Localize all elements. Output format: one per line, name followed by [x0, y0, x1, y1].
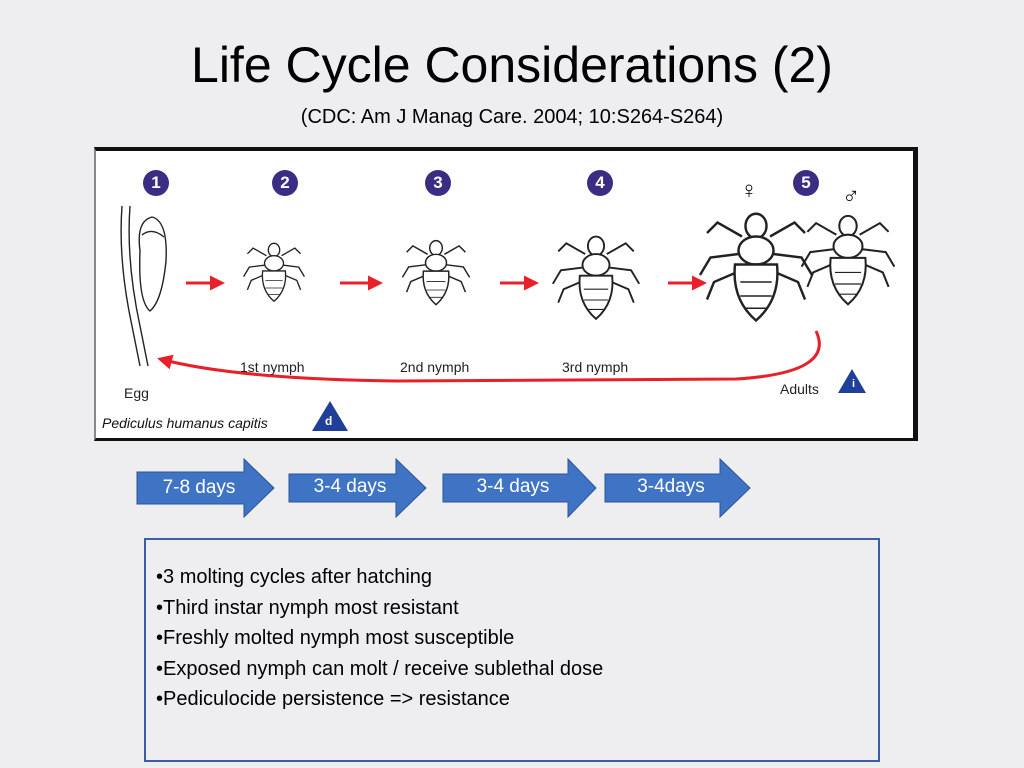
badge-i-label: i [852, 378, 856, 390]
badge-d-label: d [325, 414, 333, 428]
stage-2-badge: 2 [272, 170, 298, 196]
duration-label-4: 3-4days [637, 476, 705, 497]
notes-list: 3 molting cycles after hatching Third in… [156, 562, 868, 715]
notes-box: 3 molting cycles after hatching Third in… [144, 538, 880, 762]
duration-arrow-4: 3-4days [604, 458, 752, 518]
note-item: Pediculocide persistence => resistance [156, 684, 868, 715]
triangle-i-icon [838, 369, 866, 393]
adults-label: Adults [780, 381, 819, 397]
return-cycle-arrow [157, 330, 821, 383]
male-symbol: ♂ [842, 183, 860, 210]
duration-label-2: 3-4 days [313, 476, 387, 497]
note-item: Third instar nymph most resistant [156, 593, 868, 624]
note-item: Freshly molted nymph most susceptible [156, 623, 868, 654]
duration-arrow-2: 3-4 days [288, 458, 428, 518]
duration-arrow-1: 7-8 days [136, 458, 276, 518]
slide-title: Life Cycle Considerations (2) [191, 37, 833, 93]
egg-label: Egg [124, 385, 149, 401]
stage-3-badge: 3 [425, 170, 451, 196]
stage-4-badge: 4 [587, 170, 613, 196]
third-nymph-label: 3rd nymph [562, 359, 629, 375]
egg-illustration [120, 205, 167, 367]
duration-arrow-3: 3-4 days [442, 458, 598, 518]
first-nymph-label: 1st nymph [240, 359, 305, 375]
species-label: Pediculus humanus capitis [102, 415, 268, 431]
stage-5-badge: 5 [793, 170, 819, 196]
stage-1-badge: 1 [143, 170, 169, 196]
life-cycle-diagram: 1 2 3 4 5 ♀ ♂ Egg 1st nymph 2nd nymph 3r… [94, 147, 918, 441]
first-nymph-illustration [242, 242, 306, 302]
male-adult-illustration [800, 214, 896, 306]
duration-label-1: 7-8 days [162, 477, 236, 498]
second-nymph-label: 2nd nymph [400, 359, 470, 375]
second-nymph-illustration [401, 239, 471, 306]
life-cycle-drawing [120, 205, 896, 431]
third-nymph-illustration [551, 235, 641, 320]
note-item: 3 molting cycles after hatching [156, 562, 868, 593]
citation-subtitle: (CDC: Am J Manag Care. 2004; 10:S264-S26… [300, 106, 724, 128]
triangle-d-icon [312, 401, 348, 431]
duration-label-3: 3-4 days [476, 476, 550, 497]
female-symbol: ♀ [740, 177, 758, 204]
note-item: Exposed nymph can molt / receive subleth… [156, 654, 868, 685]
female-adult-illustration [698, 212, 814, 322]
